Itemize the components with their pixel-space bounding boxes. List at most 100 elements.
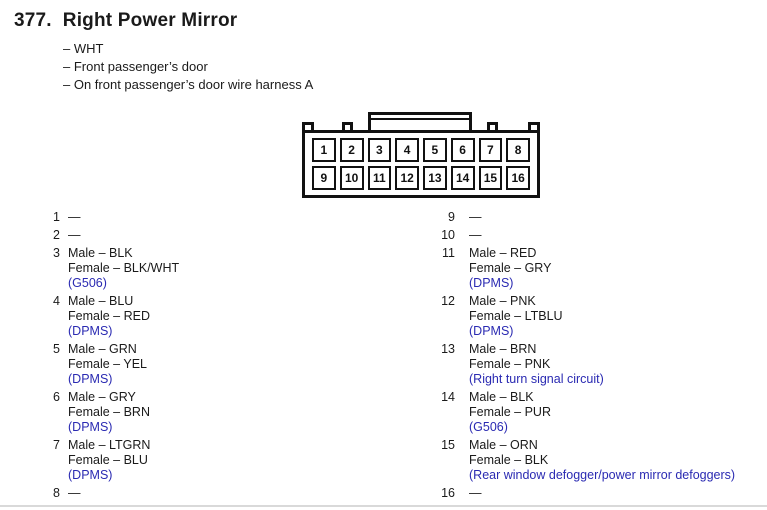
pin-number: 1 — [53, 210, 60, 224]
connector-pin-3: 3 — [367, 138, 392, 162]
pin-line-female: Female – BLU — [50, 453, 380, 468]
pin-line-reference: (Right turn signal circuit) — [440, 372, 760, 387]
pin-male-wire: — — [68, 486, 81, 500]
connector-key-bump-left — [342, 122, 353, 133]
note-line-3: – On front passenger’s door wire harness… — [63, 77, 314, 92]
pin-line-female: Female – RED — [50, 309, 380, 324]
pin-entry-2: 2— — [50, 228, 380, 243]
pin-line-main: 10 — — [440, 228, 760, 243]
pin-male-wire: — — [68, 210, 81, 224]
connector-pin-2: 2 — [339, 138, 364, 162]
pin-male-wire: Male – GRY — [68, 390, 136, 404]
pin-line-reference: (DPMS) — [50, 420, 380, 435]
section-title: Right Power Mirror — [62, 10, 238, 31]
pin-male-wire: — — [469, 228, 482, 242]
pin-line-female: Female – GRY — [440, 261, 760, 276]
page-title: 377. Right Power Mirror — [14, 10, 237, 32]
pin-line-reference: (Rear window defogger/power mirror defog… — [440, 468, 760, 483]
connector-pin-6: 6 — [450, 138, 475, 162]
page-bottom-divider — [0, 505, 767, 507]
pin-line-female: Female – YEL — [50, 357, 380, 372]
connector-pin-5: 5 — [423, 138, 447, 162]
pin-female-wire: Female – YEL — [68, 357, 147, 371]
pin-line-reference: (DPMS) — [50, 324, 380, 339]
pin-line-reference: (DPMS) — [50, 372, 380, 387]
connector-pin-10: 10 — [339, 166, 364, 190]
pin-female-wire: Female – BRN — [68, 405, 150, 419]
pin-number: 7 — [53, 438, 60, 452]
pin-male-wire: Male – LTGRN — [68, 438, 151, 452]
pin-line-reference: (G506) — [440, 420, 760, 435]
pin-number: 4 — [53, 294, 60, 308]
connector-pin-16: 16 — [506, 166, 530, 190]
connector-pin-13: 13 — [423, 166, 447, 190]
pin-entry-1: 1— — [50, 210, 380, 225]
pin-circuit-reference: (Right turn signal circuit) — [469, 372, 604, 386]
pin-circuit-reference: (G506) — [68, 276, 107, 290]
pin-line-reference: (G506) — [50, 276, 380, 291]
pin-male-wire: Male – BLK — [469, 390, 534, 404]
pin-male-wire: Male – GRN — [68, 342, 137, 356]
pin-line-female: Female – BLK/WHT — [50, 261, 380, 276]
pin-line-main: 5 Male – GRN — [50, 342, 380, 357]
connector-pin-7: 7 — [478, 138, 503, 162]
pin-male-wire: Male – ORN — [469, 438, 538, 452]
connector-pin-1: 1 — [312, 138, 336, 162]
pin-number: 3 — [53, 246, 60, 260]
pin-line-reference: (DPMS) — [50, 468, 380, 483]
pin-circuit-reference: (DPMS) — [68, 372, 113, 386]
pin-entry-16: 16 — — [440, 486, 760, 501]
pin-line-main: 7 Male – LTGRN — [50, 438, 380, 453]
connector-corner-tab-right — [528, 122, 540, 133]
pin-male-wire: Male – BLK — [68, 246, 133, 260]
pin-number: 5 — [53, 342, 60, 356]
section-number: 377. — [14, 10, 52, 31]
pin-circuit-reference: (DPMS) — [68, 420, 113, 434]
pin-number: 10 — [441, 228, 455, 242]
pin-line-main: 2— — [50, 228, 380, 243]
pin-line-reference: (DPMS) — [440, 276, 760, 291]
pin-female-wire: Female – BLK/WHT — [68, 261, 180, 275]
pin-male-wire: — — [469, 486, 482, 500]
pin-circuit-reference: (DPMS) — [469, 324, 514, 338]
pin-number: 2 — [53, 228, 60, 242]
pin-line-main: 9— — [440, 210, 760, 225]
pin-number: 12 — [441, 294, 455, 308]
pin-number: 13 — [441, 342, 455, 356]
connector-pin-15: 15 — [478, 166, 503, 190]
note-line-1: – WHT — [63, 41, 104, 56]
pin-line-main: 8— — [50, 486, 380, 501]
connector-key-bump-right — [487, 122, 498, 133]
pin-circuit-reference: (DPMS) — [469, 276, 514, 290]
pin-line-main: 1— — [50, 210, 380, 225]
connector-pin-8: 8 — [506, 138, 530, 162]
pin-female-wire: Female – BLU — [68, 453, 148, 467]
connector-lock-tab — [368, 112, 472, 133]
connector-pin-14: 14 — [450, 166, 475, 190]
pin-number: 11 — [442, 246, 455, 260]
note-line-2: – Front passenger’s door — [63, 59, 208, 74]
pin-line-female: Female – BRN — [50, 405, 380, 420]
pin-number: 16 — [441, 486, 455, 500]
lock-tab-ridge — [371, 118, 469, 120]
connector-pin-9: 9 — [312, 166, 336, 190]
pin-circuit-reference: (DPMS) — [68, 468, 113, 482]
pin-female-wire: Female – PUR — [469, 405, 551, 419]
pin-entry-8: 8— — [50, 486, 380, 501]
pin-line-female: Female – LTBLU — [440, 309, 760, 324]
connector-pin-4: 4 — [395, 138, 419, 162]
connector-corner-tab-left — [302, 122, 314, 133]
pin-circuit-reference: (G506) — [469, 420, 508, 434]
